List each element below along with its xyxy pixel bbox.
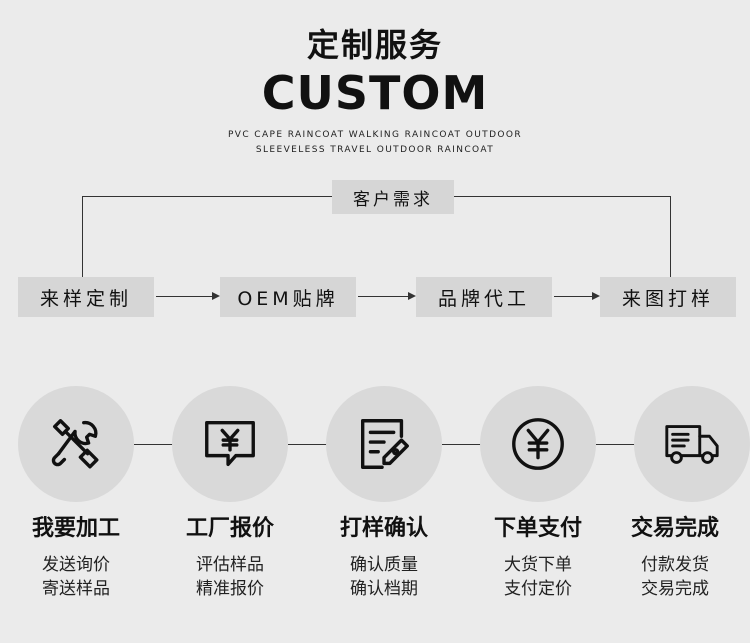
process-connector <box>442 444 482 445</box>
process-title: 我要加工 <box>31 516 120 541</box>
process-line-2: 交易完成 <box>641 579 709 599</box>
flow-frame-right-top <box>454 196 671 197</box>
customer-demand-box: 客户需求 <box>332 180 454 214</box>
process-title: 下单支付 <box>493 516 582 541</box>
flow-arrow-3 <box>554 292 600 300</box>
tools-icon <box>51 419 99 469</box>
truck-icon <box>665 425 719 464</box>
process-connector <box>596 444 636 445</box>
process-circle-5 <box>634 386 750 502</box>
flow-step-sample-custom: 来样定制 <box>18 277 154 317</box>
process-line-1: 大货下单 <box>504 555 572 575</box>
subtitle-line-1: PVC CAPE RAINCOAT WALKING RAINCOAT OUTDO… <box>227 130 523 140</box>
process-line-1: 发送询价 <box>42 555 110 575</box>
process-line-1: 评估样品 <box>196 555 264 575</box>
page-title-cn: 定制服务 <box>306 26 443 64</box>
process-line-2: 精准报价 <box>196 579 264 599</box>
yen-chat-icon <box>205 420 255 467</box>
page-title-en: CUSTOM <box>261 66 489 120</box>
process-title: 交易完成 <box>630 516 719 541</box>
process-circle-1 <box>18 386 134 502</box>
yen-coin-icon <box>512 418 564 470</box>
process-circle-4 <box>480 386 596 502</box>
process-circle-2 <box>172 386 288 502</box>
process-connector <box>288 444 328 445</box>
flow-frame-left-side <box>82 196 83 277</box>
flow-step-oem: OEM贴牌 <box>220 277 356 317</box>
flow-step-drawing-sample: 来图打样 <box>600 277 736 317</box>
process-line-1: 确认质量 <box>350 555 418 575</box>
process-connector <box>134 444 174 445</box>
process-line-2: 支付定价 <box>504 579 572 599</box>
process-line-1: 付款发货 <box>641 555 709 575</box>
process-title: 工厂报价 <box>185 516 274 541</box>
document-edit-icon <box>360 419 409 469</box>
subtitle-line-2: SLEEVELESS TRAVEL OUTDOOR RAINCOAT <box>255 145 495 155</box>
process-line-2: 寄送样品 <box>42 579 110 599</box>
flow-frame-left-top <box>82 196 332 197</box>
flow-step-brand-oem: 品牌代工 <box>416 277 552 317</box>
process-circle-3 <box>326 386 442 502</box>
flow-arrow-2 <box>358 292 416 300</box>
flow-frame-right-side <box>670 196 671 277</box>
process-title: 打样确认 <box>339 516 428 541</box>
flow-arrow-1 <box>156 292 220 300</box>
process-line-2: 确认档期 <box>350 579 418 599</box>
